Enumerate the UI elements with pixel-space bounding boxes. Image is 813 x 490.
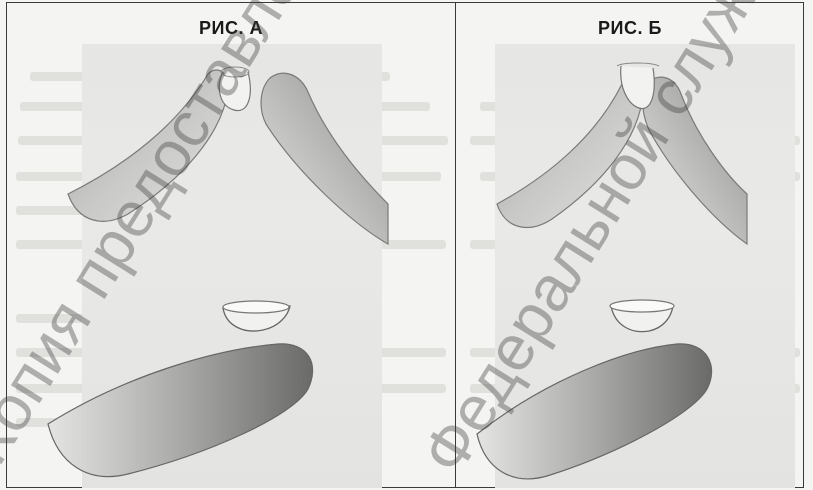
figure-b-panel: РИС. Б xyxy=(457,6,803,488)
figure-a-illustration xyxy=(8,44,454,488)
bottom-finger-shape xyxy=(48,344,313,477)
right-finger-shape xyxy=(261,73,388,244)
right-finger-shape xyxy=(643,77,747,244)
figure-b-caption: РИС. Б xyxy=(457,18,803,39)
figure-divider xyxy=(455,2,456,488)
left-finger-shape xyxy=(68,70,228,221)
fingertip-lens-rim xyxy=(223,301,289,313)
figure-b-illustration xyxy=(457,44,803,488)
fingertip-lens-rim xyxy=(610,300,674,312)
left-finger-shape xyxy=(497,78,643,228)
pinched-lens-rim xyxy=(617,63,659,66)
figure-a-panel: РИС. А xyxy=(8,6,454,488)
bottom-finger-shape xyxy=(477,344,712,479)
figure-a-caption: РИС. А xyxy=(8,18,454,39)
